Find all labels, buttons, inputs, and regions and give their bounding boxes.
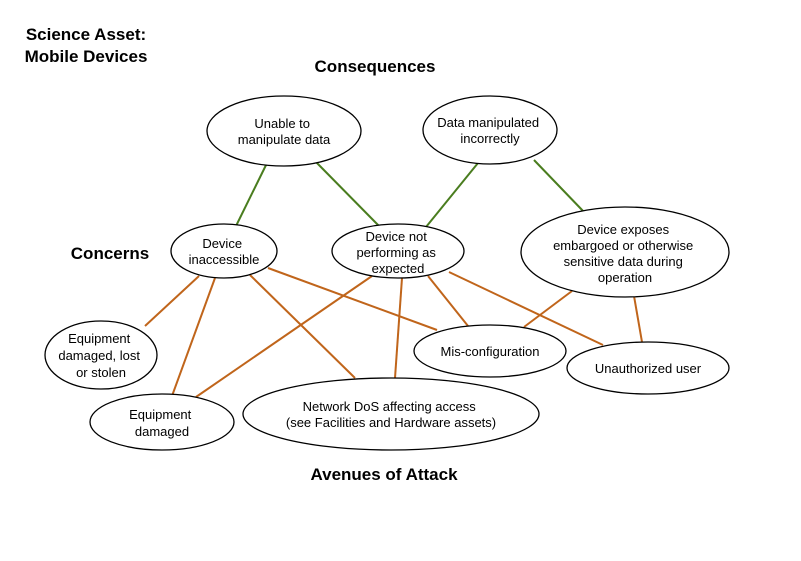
svg-text:Equipment damaged: Equipment damaged — [129, 407, 195, 439]
svg-text:Data manipulated incorre: Data manipulated incorrectly — [437, 115, 543, 146]
edge-notperforming-to-dos — [394, 277, 403, 379]
heading-consequences: Consequences — [315, 57, 436, 76]
connector-lines — [144, 159, 643, 398]
edge-notperforming-to-equipment-damaged — [195, 275, 373, 398]
svg-text:Mis-configuration: Mis-configuration — [441, 344, 540, 359]
edge-inaccessible-to-damaged-lost — [144, 275, 200, 327]
edge-unable-to-inaccessible — [235, 160, 269, 227]
node-equipment-damaged-lost-stolen: Equipment damaged, lost or stolen — [44, 320, 158, 390]
edge-manipulated-to-notperforming — [425, 162, 479, 228]
node-device-not-performing: Device not performing as expected — [331, 223, 465, 279]
heading-concerns: Concerns — [71, 244, 149, 263]
node-equipment-damaged: Equipment damaged — [89, 393, 235, 451]
edge-notperforming-to-misconfig — [427, 275, 469, 327]
svg-text:Device inaccessible: Device inaccessible — [189, 236, 260, 267]
edge-exposes-to-misconfig — [523, 290, 573, 328]
node-device-exposes-sensitive-data: Device exposes embargoed or otherwise se… — [520, 206, 730, 298]
edge-inaccessible-to-equipment-damaged — [171, 277, 216, 397]
node-network-dos: Network DoS affecting access (see Facili… — [242, 377, 540, 451]
svg-text:Unable to manipulate dat: Unable to manipulate data — [238, 116, 331, 147]
node-unable-to-manipulate-data: Unable to manipulate data — [206, 95, 362, 167]
svg-text:Unauthorized user: Unauthorized user — [595, 361, 702, 376]
node-unauthorized-user: Unauthorized user — [566, 341, 730, 395]
svg-text:Network DoS affecting access: Network DoS affecting access (see Facili… — [286, 399, 496, 430]
edge-notperforming-to-unauthorized — [448, 271, 604, 346]
heading-avenues-of-attack: Avenues of Attack — [310, 465, 458, 484]
node-data-manipulated-incorrectly: Data manipulated incorrectly — [422, 95, 558, 165]
diagram-title-line-2: Mobile Devices — [25, 47, 148, 66]
edge-inaccessible-to-dos — [249, 274, 356, 379]
node-mis-configuration: Mis-configuration — [413, 324, 567, 378]
edge-unable-to-notperforming — [314, 160, 381, 228]
svg-text:Device exposes embargoed: Device exposes embargoed or otherwise se… — [553, 222, 697, 285]
svg-text:Equipment damaged, lost: Equipment damaged, lost or stolen — [58, 331, 143, 380]
node-device-inaccessible: Device inaccessible — [170, 223, 278, 279]
edge-inaccessible-to-misconfig — [267, 267, 438, 331]
edge-exposes-to-unauthorized — [633, 295, 643, 343]
diagram-title-line-1: Science Asset: — [26, 25, 146, 44]
svg-text:Device not performing as: Device not performing as expected — [356, 229, 439, 276]
edge-manipulated-to-exposes — [533, 159, 585, 213]
